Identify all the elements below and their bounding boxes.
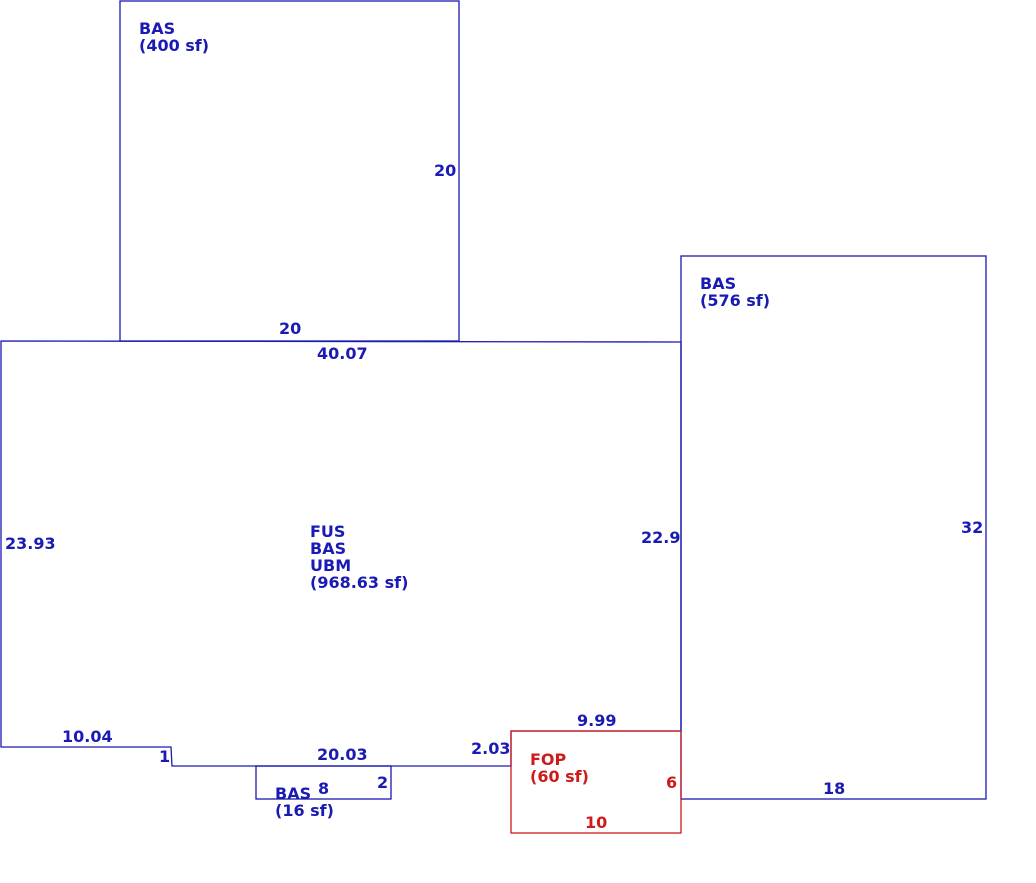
right-bas-outline bbox=[680, 255, 987, 800]
main-code-fus: FUS bbox=[310, 522, 346, 541]
dim-small-bottom: 8 bbox=[318, 779, 330, 798]
small-bas-outline bbox=[255, 765, 392, 800]
main-area-label: FUS BAS UBM (968.63 sf) bbox=[310, 523, 408, 591]
small-bas-code: BAS bbox=[275, 784, 312, 803]
dim-right-bottom: 18 bbox=[823, 779, 846, 798]
upper-bas-label: BAS (400 sf) bbox=[139, 20, 209, 54]
dim-porch-bottom: 10 bbox=[585, 813, 608, 832]
upper-bas-code: BAS bbox=[139, 19, 176, 38]
main-area-value: (968.63 sf) bbox=[310, 573, 409, 592]
upper-bas-area: (400 sf) bbox=[139, 36, 210, 55]
dim-small-side: 2 bbox=[377, 773, 389, 792]
dim-upper-bottom: 20 bbox=[279, 319, 302, 338]
dim-porch-side: 6 bbox=[666, 773, 678, 792]
dim-upper-right: 20 bbox=[434, 161, 457, 180]
porch-fop-label: FOP (60 sf) bbox=[530, 751, 589, 785]
main-code-ubm: UBM bbox=[310, 556, 352, 575]
dim-main-top: 40.07 bbox=[317, 344, 368, 363]
dim-main-bottom-left: 10.04 bbox=[62, 727, 113, 746]
porch-fop-code: FOP bbox=[530, 750, 567, 769]
dim-main-right: 22.9 bbox=[641, 528, 681, 547]
right-bas-label: BAS (576 sf) bbox=[700, 275, 770, 309]
small-bas-label: BAS (16 sf) bbox=[275, 785, 334, 819]
dim-main-bottom-mid: 20.03 bbox=[317, 745, 368, 764]
right-bas-code: BAS bbox=[700, 274, 737, 293]
dim-right-side: 32 bbox=[961, 518, 984, 537]
dim-porch-top: 9.99 bbox=[577, 711, 617, 730]
porch-fop-area: (60 sf) bbox=[530, 767, 589, 786]
small-bas-area: (16 sf) bbox=[275, 801, 334, 820]
porch-fop-outline bbox=[510, 730, 682, 834]
dim-main-left: 23.93 bbox=[5, 534, 56, 553]
right-bas-area: (576 sf) bbox=[700, 291, 771, 310]
dim-step-1: 1 bbox=[159, 747, 171, 766]
main-code-bas: BAS bbox=[310, 539, 347, 558]
dim-step-2-03: 2.03 bbox=[471, 739, 511, 758]
